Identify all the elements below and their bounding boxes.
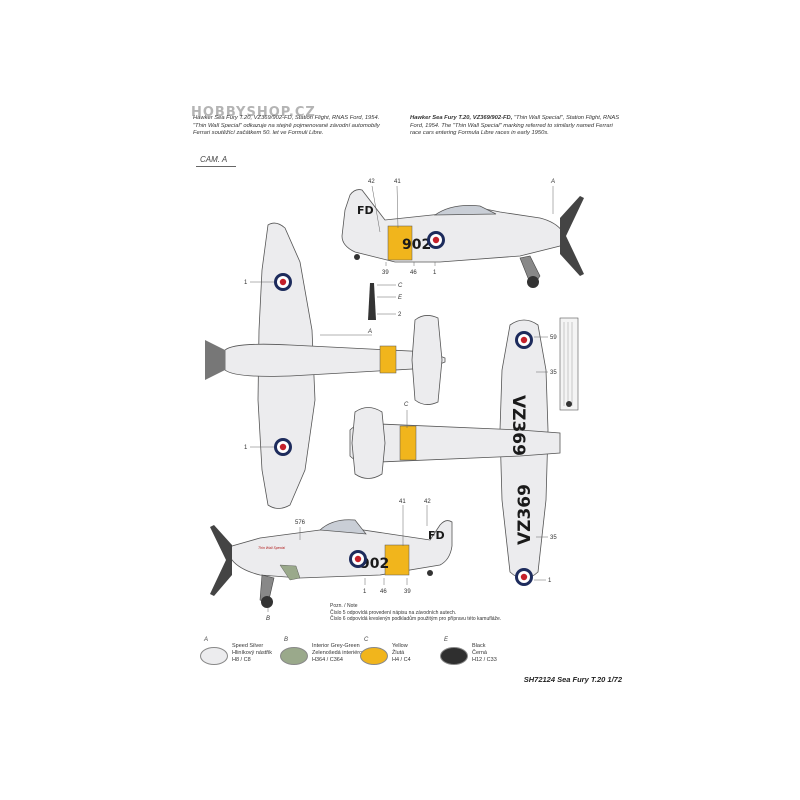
roundel-lower-wing-2 (515, 568, 533, 586)
callout-1: 1 (433, 270, 437, 276)
side-profile-starboard: 902 FD 42 41 A 39 46 1 (341, 179, 584, 288)
caption-czech: Hawker Sea Fury T.20, VZ369/902-FD, Stat… (193, 115, 380, 136)
callout-35-b: 35 (550, 535, 557, 541)
color-refs: H364 / C364 (312, 656, 343, 663)
upper-plan-view: 1 1 A (205, 222, 446, 509)
caption-english-title: Hawker Sea Fury T.20, VZ369/902-FD, (410, 115, 513, 121)
note-title: Pozn. / Note (330, 603, 358, 609)
nose-name-thin-wall-special: Thin Wall Special (258, 546, 285, 550)
roundel-fuselage-port (349, 550, 367, 568)
color-name-cz: Černá (472, 649, 487, 656)
color-code: C (364, 637, 369, 643)
color-refs: H12 / C33 (472, 656, 497, 663)
callout-39: 39 (382, 270, 389, 276)
color-name-en: Speed Silver (232, 643, 264, 649)
color-sample (200, 647, 228, 665)
fuselage-code-902: 902 (402, 237, 431, 253)
color-name-en: Interior Grey-Green (312, 643, 360, 649)
color-legend: A Speed Silver Hliníkový nástřik H8 / C8… (196, 637, 497, 687)
callout-C-lower: C (404, 402, 409, 408)
roundel-fuselage-starboard (427, 231, 445, 249)
caption-english: Hawker Sea Fury T.20, VZ369/902-FD, "Thi… (410, 115, 620, 138)
camouflage-label: CAM. A (200, 155, 228, 164)
color-name-cz: Zelenošedá interiérová (312, 649, 368, 656)
serial-lower-wing-2: VZ369 (515, 484, 535, 545)
fuselage-code-902-port: 902 (360, 556, 389, 572)
callout-42: 42 (368, 179, 375, 185)
callout-1-port: 1 (363, 589, 367, 595)
color-code: E (444, 637, 449, 643)
callout-2-prop: 2 (398, 312, 402, 318)
roundel-lower-wing-1 (515, 331, 533, 349)
sheet-footer-title: SH72124 Sea Fury T.20 1/72 (523, 675, 622, 684)
callout-35-a: 35 (550, 370, 557, 376)
color-sample (280, 647, 308, 665)
callout-B-port: B (266, 616, 270, 622)
color-name-cz: Žlutá (392, 649, 405, 656)
callout-1-upper-b: 1 (244, 445, 248, 451)
callout-A: A (550, 179, 555, 185)
color-code: A (204, 637, 209, 643)
serial-lower-wing-1: VZ369 (508, 395, 528, 456)
callout-1-upper-a: 1 (244, 280, 248, 286)
color-code: B (284, 637, 289, 643)
color-refs: H8 / C8 (232, 656, 251, 663)
callout-46: 46 (410, 270, 417, 276)
callout-42-port: 42 (424, 499, 431, 505)
color-refs: H4 / C4 (392, 656, 411, 663)
callout-59: 59 (550, 335, 557, 341)
caption-english-body: "Thin Wall Special", Station Flight, RNA… (410, 115, 620, 136)
lower-plan-view: VZ369 VZ369 59 35 35 1 C (349, 319, 561, 586)
callout-1-lower: 1 (548, 578, 552, 584)
color-sample (440, 647, 468, 665)
color-sample (360, 647, 388, 665)
camouflage-label-underline (196, 166, 236, 167)
watermark: HOBBYSHOP.CZ (191, 105, 316, 120)
color-name-en: Black (472, 643, 486, 649)
callout-46-port: 46 (380, 589, 387, 595)
tail-code-fd-port: FD (428, 529, 445, 542)
propeller-blade-detail: C E 2 (368, 283, 403, 320)
color-name-en: Yellow (392, 643, 408, 649)
callout-39-port: 39 (404, 589, 411, 595)
callout-41-port: 41 (399, 499, 406, 505)
side-profile-port: 902 FD Thin Wall Special 576 41 42 1 46 (210, 499, 453, 622)
note-block: Pozn. / Note Číslo 5 odpovídá provedení … (330, 603, 540, 623)
callout-576: 576 (295, 520, 306, 526)
note-line-2: Číslo 6 odpovídá kreslenýn podkladům pou… (330, 616, 502, 622)
color-name-cz: Hliníkový nástřik (232, 649, 273, 656)
callout-A-upper: A (367, 329, 372, 335)
stencil-detail (559, 317, 579, 411)
tail-code-fd: FD (357, 204, 374, 217)
callout-E-prop: E (398, 295, 403, 301)
note-line-1: Číslo 5 odpovídá provedení nápisu na záv… (330, 609, 457, 616)
callout-41: 41 (394, 179, 401, 185)
callout-C-prop: C (398, 283, 403, 289)
roundel-upper-wing-1 (274, 273, 292, 291)
roundel-upper-wing-2 (274, 438, 292, 456)
